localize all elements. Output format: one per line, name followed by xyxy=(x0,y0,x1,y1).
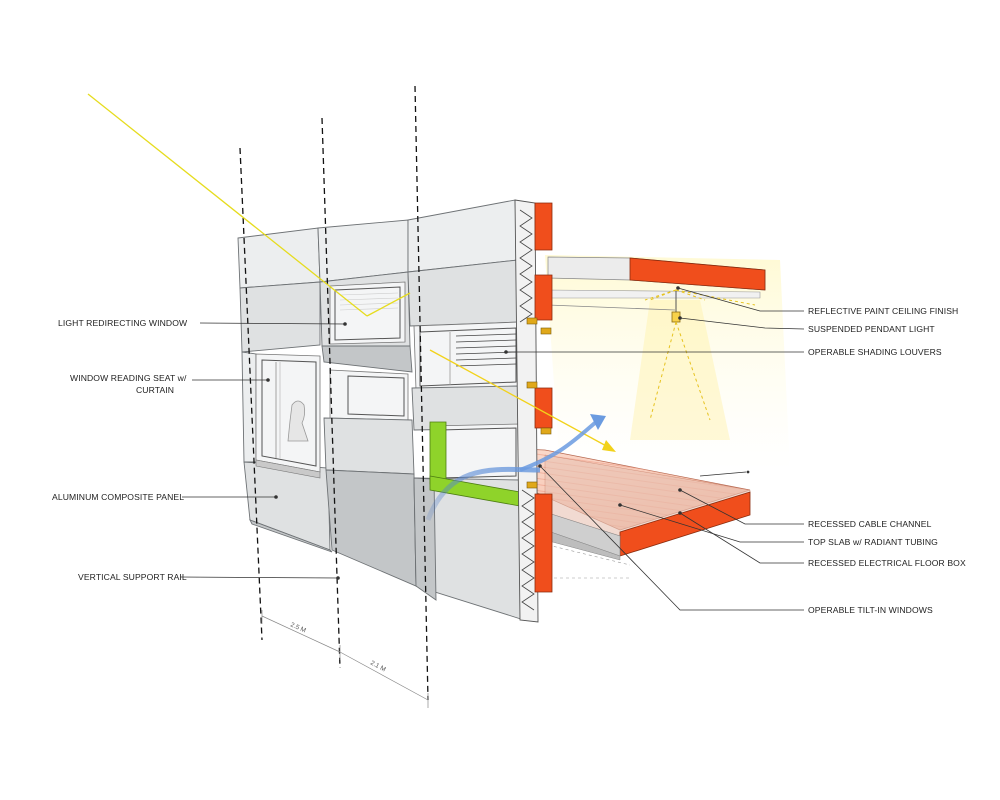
facade-middle-column xyxy=(317,219,417,587)
callout-recessed-electrical-floor-box: RECESSED ELECTRICAL FLOOR BOX xyxy=(808,558,966,568)
sun-ray xyxy=(87,93,616,452)
ceiling-slab xyxy=(547,256,766,311)
facade-right-column xyxy=(407,199,525,621)
interior-light-glow xyxy=(545,255,790,470)
floor-slab xyxy=(429,444,751,579)
right-callouts: REFLECTIVE PAINT CEILING FINISH SUSPENDE… xyxy=(504,286,966,615)
wall-section-profile xyxy=(514,199,553,623)
callout-window-reading-seat: WINDOW READING SEAT w/ xyxy=(70,373,187,383)
callout-vertical-support-rail: VERTICAL SUPPORT RAIL xyxy=(78,572,187,582)
facade-left-column xyxy=(237,227,333,553)
callout-operable-shading-louvers: OPERABLE SHADING LOUVERS xyxy=(808,347,942,357)
callout-reflective-paint-ceiling: REFLECTIVE PAINT CEILING FINISH xyxy=(808,306,958,316)
callout-light-redirecting-window: LIGHT REDIRECTING WINDOW xyxy=(58,318,188,328)
airflow-arrows xyxy=(425,414,606,521)
callout-suspended-pendant-light: SUSPENDED PENDANT LIGHT xyxy=(808,324,935,334)
callout-recessed-cable-channel: RECESSED CABLE CHANNEL xyxy=(808,519,932,529)
seated-figure-icon xyxy=(287,400,309,442)
vertical-support-rails xyxy=(239,85,429,701)
callout-aluminum-composite-panel: ALUMINUM COMPOSITE PANEL xyxy=(52,492,184,502)
dimension-label-2: 2.1 M xyxy=(369,660,387,674)
dimension-lines: 2.5 M 2.1 M xyxy=(261,610,429,708)
callout-operable-tilt-in-windows: OPERABLE TILT-IN WINDOWS xyxy=(808,605,933,615)
callout-top-slab-radiant-tubing: TOP SLAB w/ RADIANT TUBING xyxy=(808,537,938,547)
left-callouts: LIGHT REDIRECTING WINDOW WINDOW READING … xyxy=(52,318,347,582)
callout-window-reading-seat-2: CURTAIN xyxy=(136,385,174,395)
